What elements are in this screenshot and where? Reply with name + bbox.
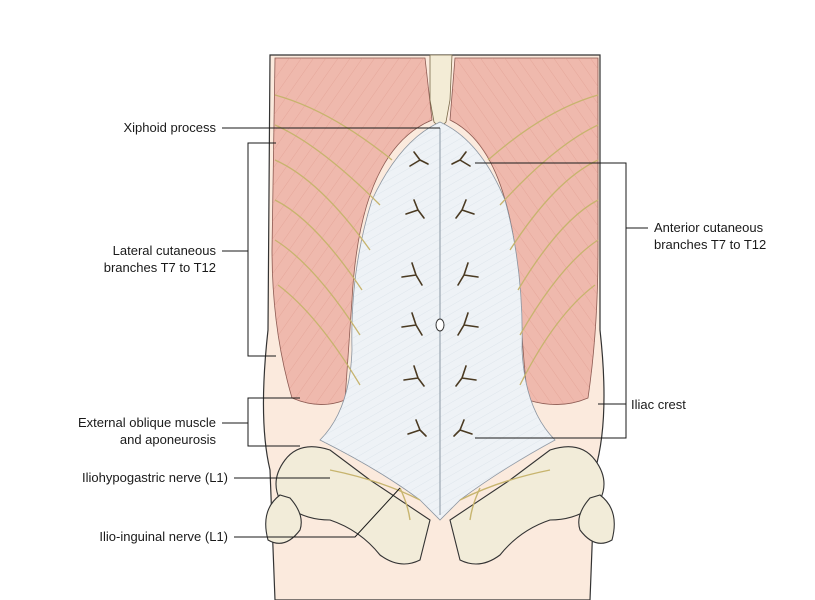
label-iliac-crest: Iliac crest xyxy=(631,397,686,412)
lateral-nerves xyxy=(274,94,599,386)
label-anterior-cutaneous-line1: Anterior cutaneous xyxy=(654,220,764,235)
label-lateral-cutaneous-line1: Lateral cutaneous xyxy=(112,243,216,258)
leader-lines xyxy=(222,127,648,538)
label-ilioinguinal-nerve: Ilio-inguinal nerve (L1) xyxy=(99,529,228,544)
inguinal-nerves xyxy=(329,469,551,521)
label-iliohypogastric-nerve: Iliohypogastric nerve (L1) xyxy=(82,470,228,485)
bracket-external-oblique xyxy=(247,397,300,447)
label-lateral-cutaneous: Lateral cutaneous branches T7 to T12 xyxy=(40,242,216,276)
label-lateral-cutaneous-line2: branches T7 to T12 xyxy=(103,260,216,275)
label-anterior-cutaneous-line2: branches T7 to T12 xyxy=(654,237,767,252)
label-external-oblique-line1: External oblique muscle xyxy=(77,415,216,430)
pelvis xyxy=(265,446,615,565)
label-anterior-cutaneous: Anterior cutaneous branches T7 to T12 xyxy=(654,219,804,253)
bracket-anterior-cutaneous xyxy=(475,162,627,439)
label-external-oblique-line2: and aponeurosis xyxy=(119,432,216,447)
leader-ilioinguinal xyxy=(234,487,401,538)
anterior-cutaneous-branches xyxy=(401,151,479,437)
label-external-oblique: External oblique muscle and aponeurosis xyxy=(30,414,216,448)
umbilicus xyxy=(435,318,445,332)
label-xiphoid-process: Xiphoid process xyxy=(123,120,217,135)
bracket-lateral-cutaneous xyxy=(247,142,276,357)
